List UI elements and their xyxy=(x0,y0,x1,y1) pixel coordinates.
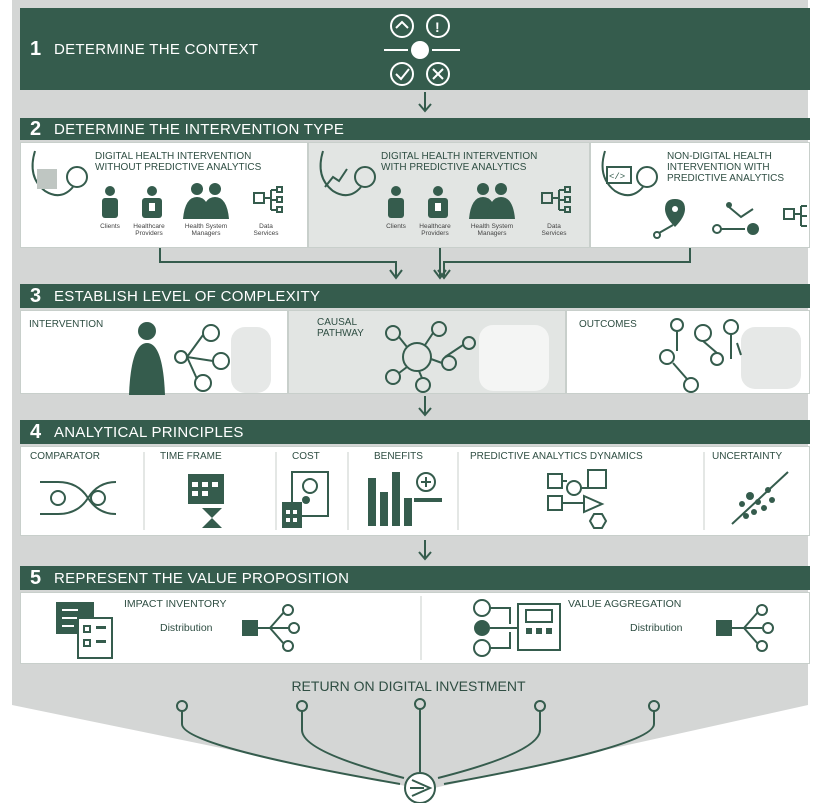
value-aggregation-icon xyxy=(473,599,561,657)
distribution-label-left: Distribution xyxy=(160,622,213,634)
impact-inventory-label: IMPACT INVENTORY xyxy=(124,598,227,610)
panel-title-line-2: INTERVENTION WITH xyxy=(667,162,770,173)
context-icon: ! xyxy=(384,14,460,86)
complexity-intervention-panel: INTERVENTION xyxy=(20,310,288,395)
principle-comparator: COMPARATOR xyxy=(30,451,101,462)
comparator-icon xyxy=(40,481,117,515)
step-1-number: 1 xyxy=(30,37,42,60)
step-4-banner: 4 ANALYTICAL PRINCIPLES xyxy=(20,420,810,444)
intervention-panel-without-analytics: DIGITAL HEALTH INTERVENTION WITHOUT PRED… xyxy=(20,142,308,248)
stakeholder-healthcare-providers: Healthcare Providers xyxy=(419,223,451,237)
impact-inventory-icon xyxy=(56,602,113,659)
converging-arrows xyxy=(159,248,691,280)
health-system-managers-icon xyxy=(183,183,229,219)
step-3-number: 3 xyxy=(30,284,42,307)
client-icon xyxy=(388,186,404,218)
panel-title-line-2: WITH PREDICTIVE ANALYTICS xyxy=(381,162,527,173)
principle-predictive-analytics-dynamics: PREDICTIVE ANALYTICS DYNAMICS xyxy=(470,451,643,462)
predictive-analytics-dynamics-icon xyxy=(547,469,608,529)
complexity-outcomes-label: OUTCOMES xyxy=(579,319,637,330)
location-pin-icon xyxy=(653,199,685,239)
value-divider xyxy=(420,596,422,660)
value-panel xyxy=(20,592,810,664)
step-2-title: DETERMINE THE INTERVENTION TYPE xyxy=(54,120,345,138)
principle-time-frame: TIME FRAME xyxy=(160,451,222,462)
arrow-down-icon xyxy=(418,92,432,113)
principle-benefits: BENEFITS xyxy=(374,451,423,462)
principle-dividers xyxy=(143,452,705,530)
stethoscope-code-icon: </> xyxy=(601,150,658,197)
stakeholder-health-system-managers: Health System Managers xyxy=(470,223,514,237)
client-icon xyxy=(102,186,118,218)
distribution-icon xyxy=(242,604,300,652)
step-4-number: 4 xyxy=(30,420,42,443)
benefits-icon xyxy=(368,472,442,526)
panel-title-line-1: DIGITAL HEALTH INTERVENTION xyxy=(95,151,252,162)
cost-icon xyxy=(282,471,329,528)
arrow-down-icon xyxy=(418,396,432,417)
roi-title: RETURN ON DIGITAL INVESTMENT xyxy=(291,678,526,694)
intervention-network-icon xyxy=(129,322,271,395)
stakeholder-data-services: Data Services xyxy=(541,223,567,237)
complexity-outcomes-panel: OUTCOMES xyxy=(566,310,810,394)
stakeholder-healthcare-providers: Healthcare Providers xyxy=(133,223,165,237)
distribution-icon xyxy=(716,604,774,652)
step-1-title: DETERMINE THE CONTEXT xyxy=(54,40,259,58)
stakeholder-data-services: Data Services xyxy=(253,223,279,237)
step-3-banner: 3 ESTABLISH LEVEL OF COMPLEXITY xyxy=(20,284,810,308)
healthcare-provider-icon xyxy=(142,186,162,218)
complexity-intervention-label: INTERVENTION xyxy=(29,319,104,330)
panel-title-line-1: NON-DIGITAL HEALTH xyxy=(667,151,772,162)
stakeholder-clients: Clients xyxy=(386,223,406,230)
step-5-number: 5 xyxy=(30,566,42,589)
data-services-icon xyxy=(541,186,571,213)
time-frame-icon xyxy=(188,474,224,528)
stakeholder-clients: Clients xyxy=(100,223,120,230)
healthcare-provider-icon xyxy=(428,186,448,218)
step-2-number: 2 xyxy=(30,117,42,140)
causal-label-line-1: CAUSAL xyxy=(317,317,358,328)
stethoscope-icon xyxy=(31,150,88,197)
intervention-panel-with-analytics: DIGITAL HEALTH INTERVENTION WITH PREDICT… xyxy=(308,142,590,248)
causal-network-icon xyxy=(385,321,549,393)
stethoscope-chart-icon xyxy=(319,150,376,197)
principle-uncertainty: UNCERTAINTY xyxy=(712,451,783,462)
data-services-icon xyxy=(783,205,807,227)
arrow-down-icon xyxy=(418,540,432,561)
causal-label-line-2: PATHWAY xyxy=(317,328,364,339)
outcomes-network-icon xyxy=(659,318,801,393)
step-5-title: REPRESENT THE VALUE PROPOSITION xyxy=(54,569,350,587)
data-services-icon xyxy=(253,186,283,213)
principles-panel xyxy=(20,446,810,536)
svg-text:</>: </> xyxy=(609,172,625,182)
workflow-icon xyxy=(712,202,759,235)
distribution-label-right: Distribution xyxy=(630,622,683,634)
panel-title-line-3: PREDICTIVE ANALYTICS xyxy=(667,173,785,184)
principle-cost: COST xyxy=(292,451,320,462)
health-system-managers-icon xyxy=(469,183,515,219)
uncertainty-icon xyxy=(731,471,789,525)
complexity-causal-pathway-panel: CAUSAL PATHWAY xyxy=(288,310,566,394)
step-2-banner: 2 DETERMINE THE INTERVENTION TYPE xyxy=(20,118,810,140)
intervention-panel-non-digital: </> NON-DIGITAL HEALTH INTERVENTION WITH… xyxy=(590,142,810,248)
step-4-title: ANALYTICAL PRINCIPLES xyxy=(54,423,244,441)
stakeholder-health-system-managers: Health System Managers xyxy=(184,223,228,237)
roi-converging-lines xyxy=(176,698,660,803)
value-aggregation-label: VALUE AGGREGATION xyxy=(568,598,682,610)
step-3-title: ESTABLISH LEVEL OF COMPLEXITY xyxy=(54,287,321,305)
step-5-banner: 5 REPRESENT THE VALUE PROPOSITION xyxy=(20,566,810,590)
panel-title-line-1: DIGITAL HEALTH INTERVENTION xyxy=(381,151,538,162)
panel-title-line-2: WITHOUT PREDICTIVE ANALYTICS xyxy=(95,162,262,173)
svg-text:!: ! xyxy=(435,19,440,35)
